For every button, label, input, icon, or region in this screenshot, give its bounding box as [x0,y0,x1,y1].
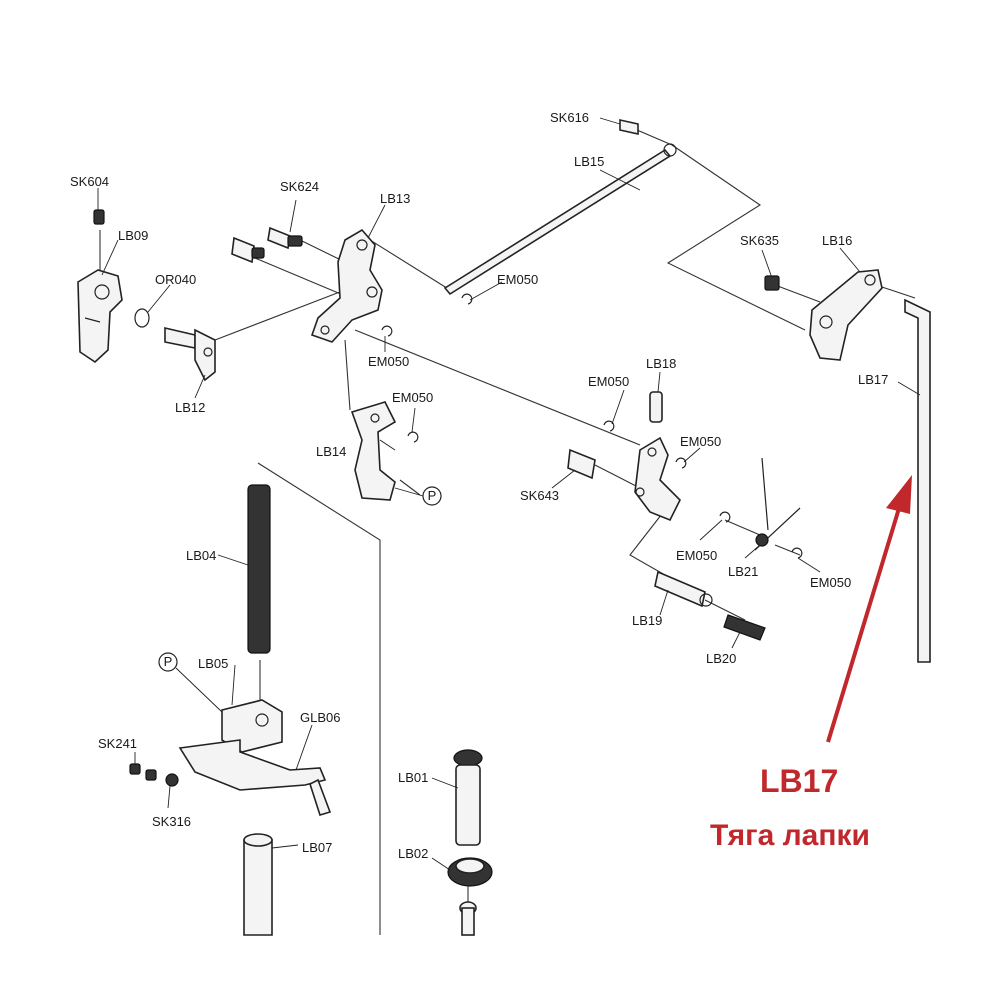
part-LB21 [754,457,801,551]
label-LB07: LB07 [302,840,332,855]
callout-code: LB17 [760,763,838,799]
label-LB13: LB13 [380,191,410,206]
part-LB09 [77,269,123,364]
part-GLB06 [178,739,332,816]
part-LB14 [350,401,397,501]
label-OR040: OR040 [155,272,196,287]
callout-description: Тяга лапки [710,819,870,852]
p-marker-text: P [428,488,437,503]
callout: LB17 Тяга лапки [710,763,870,852]
leader-lines [97,117,921,871]
part-LB12 [164,326,216,382]
part-SK616 [619,119,639,135]
callout-arrow [826,475,912,743]
part-LB07 [243,833,273,936]
part-LB18 [649,391,663,423]
label-GLB06: GLB06 [300,710,340,725]
part-SK241 [129,763,157,781]
label-SK635: SK635 [740,233,779,248]
label-LB21: LB21 [728,564,758,579]
label-LB14: LB14 [316,444,346,459]
label-SK241: SK241 [98,736,137,751]
p-marker-right: P [394,486,442,506]
label-LB04: LB04 [186,548,216,563]
label-LB01: LB01 [398,770,428,785]
label-SK624: SK624 [280,179,319,194]
e-rings [381,293,803,559]
part-SK635 [764,275,780,291]
part-LB02 [447,857,493,936]
part-SK316 [165,773,179,787]
label-LB15: LB15 [574,154,604,169]
label-LB18: LB18 [646,356,676,371]
part-OR040 [134,308,150,328]
label-LB16: LB16 [822,233,852,248]
label-SK604: SK604 [70,174,109,189]
label-EM050-5: EM050 [680,434,721,449]
part-LB04 [247,484,271,654]
label-LB19: LB19 [632,613,662,628]
part-LB20 [723,614,766,641]
part-lift-lever [634,436,681,522]
label-SK316: SK316 [152,814,191,829]
label-EM050-2: EM050 [392,390,433,405]
part-LB01 [453,749,483,846]
p-marker-text: P [164,654,173,669]
label-EM050-7: EM050 [810,575,851,590]
label-EM050-4: EM050 [588,374,629,389]
part-LB15 [443,143,677,296]
label-LB02: LB02 [398,846,428,861]
part-LB13 [310,228,383,343]
part-LB19 [654,570,713,608]
label-LB20: LB20 [706,651,736,666]
part-labels: SK604 LB09 OR040 LB12 SK624 LB13 EM050 L… [70,110,888,861]
p-marker-left: P [158,652,223,713]
label-LB09: LB09 [118,228,148,243]
part-LB17 [904,298,931,663]
part-SK624 [231,226,303,264]
part-SK604 [93,209,105,225]
label-EM050-6: EM050 [676,548,717,563]
label-EM050-1: EM050 [368,354,409,369]
label-LB12: LB12 [175,400,205,415]
label-SK616: SK616 [550,110,589,125]
label-SK643: SK643 [520,488,559,503]
part-SK643 [567,448,596,480]
part-LB05 [221,699,283,753]
part-LB16 [809,269,883,361]
label-LB17: LB17 [858,372,888,387]
label-LB05: LB05 [198,656,228,671]
assembly-lines [99,126,916,935]
label-EM050-3: EM050 [497,272,538,287]
